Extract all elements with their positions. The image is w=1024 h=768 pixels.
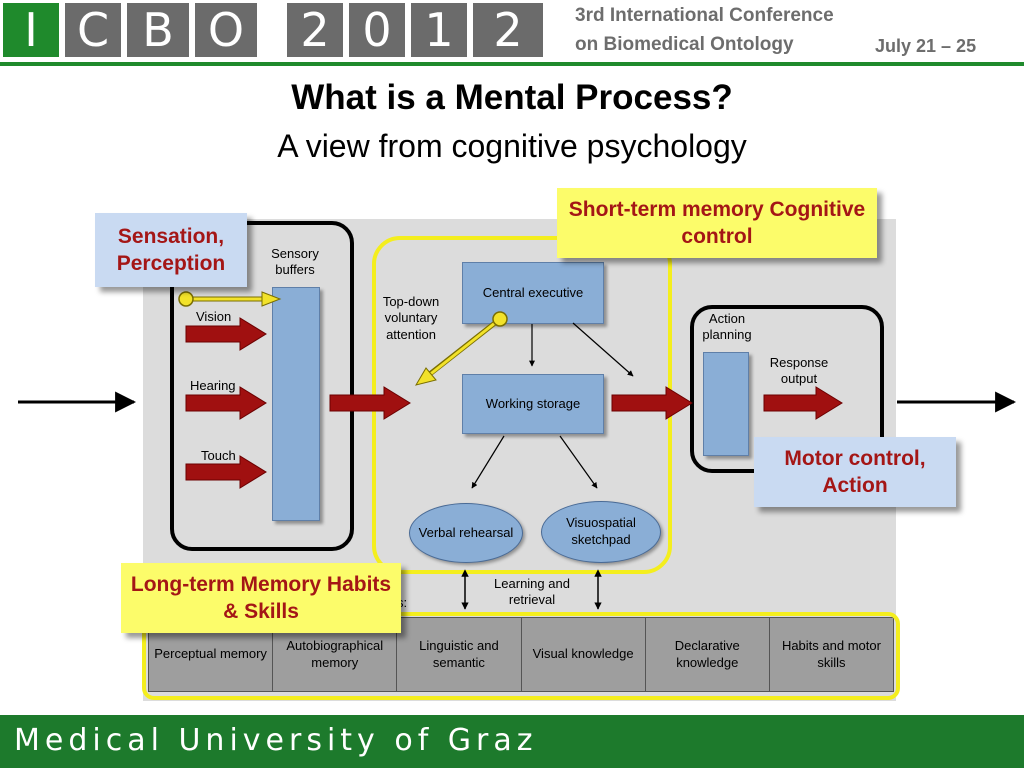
logo-letter-o: O bbox=[195, 3, 257, 57]
hearing-arrow bbox=[185, 386, 267, 420]
ltm-cell-perceptual: Perceptual memory bbox=[149, 618, 274, 691]
exec-to-output-arrow bbox=[572, 322, 634, 377]
storage-to-verbal-arrow bbox=[471, 435, 505, 489]
input-label-vision: Vision bbox=[196, 309, 232, 324]
logo-letter-b: B bbox=[127, 3, 189, 57]
action-planning-box bbox=[703, 352, 749, 456]
partial-label: s: bbox=[397, 595, 408, 610]
buffer-to-stm-arrow bbox=[329, 386, 411, 420]
conference-line1: 3rd International Conference bbox=[575, 5, 834, 26]
logo-digit-2: 2 bbox=[287, 3, 343, 57]
footer-bar bbox=[0, 715, 1024, 768]
stm-to-action-arrow bbox=[611, 386, 693, 420]
footer-text: Medical University of Graz bbox=[14, 723, 538, 758]
input-label-hearing: Hearing bbox=[190, 378, 236, 393]
ltm-highlight bbox=[142, 612, 900, 700]
response-output-label: Response output bbox=[769, 355, 829, 387]
storage-to-visuo-arrow bbox=[559, 435, 598, 489]
verbal-rehearsal-ellipse: Verbal rehearsal bbox=[409, 503, 523, 563]
visuospatial-ellipse: Visuospatial sketchpad bbox=[541, 501, 661, 563]
callout-ltm: Long-term Memory Habits & Skills bbox=[121, 563, 401, 633]
input-label-touch: Touch bbox=[201, 448, 236, 463]
ltm-cell-autobiographical: Autobiographical memory bbox=[273, 618, 398, 691]
logo-letter-c: C bbox=[65, 3, 121, 57]
logo-digit-0: 0 bbox=[349, 3, 405, 57]
ltm-cell-visual: Visual knowledge bbox=[522, 618, 646, 691]
learning-retrieval-label: Learning and retrieval bbox=[494, 576, 570, 608]
topdown-label: Top-down voluntary attention bbox=[382, 294, 440, 342]
callout-sensation: Sensation, Perception bbox=[95, 213, 247, 287]
action-planning-label: Action planning bbox=[702, 311, 752, 343]
touch-arrow bbox=[185, 455, 267, 489]
conference-dates: July 21 – 25 bbox=[875, 36, 977, 56]
header-rule bbox=[0, 62, 1024, 66]
attention-arrows bbox=[178, 291, 508, 386]
callout-motor: Motor control, Action bbox=[754, 437, 956, 507]
slide-title: What is a Mental Process? bbox=[291, 78, 733, 117]
vision-arrow bbox=[185, 317, 267, 351]
red-arrows bbox=[185, 317, 843, 489]
sensory-group bbox=[170, 221, 354, 551]
conference-line2: on Biomedical Ontology bbox=[575, 34, 794, 55]
working-storage-box: Working storage bbox=[462, 374, 604, 434]
sensory-buffer-box bbox=[272, 287, 320, 521]
ltm-cell-declarative: Declarative knowledge bbox=[646, 618, 770, 691]
central-executive-box: Central executive bbox=[462, 262, 604, 324]
sensory-buffers-label: Sensory buffers bbox=[271, 246, 319, 278]
ltm-cell-linguistic: Linguistic and semantic bbox=[397, 618, 522, 691]
logo-digit-1: 1 bbox=[411, 3, 467, 57]
callout-stm: Short-term memory Cognitive control bbox=[557, 188, 877, 258]
logo-letter-i: I bbox=[3, 3, 59, 57]
slide-subtitle: A view from cognitive psychology bbox=[277, 128, 747, 164]
logo-digit-2b: 2 bbox=[473, 3, 543, 57]
ltm-cell-habits: Habits and motor skills bbox=[781, 638, 881, 670]
response-arrow bbox=[763, 386, 843, 420]
